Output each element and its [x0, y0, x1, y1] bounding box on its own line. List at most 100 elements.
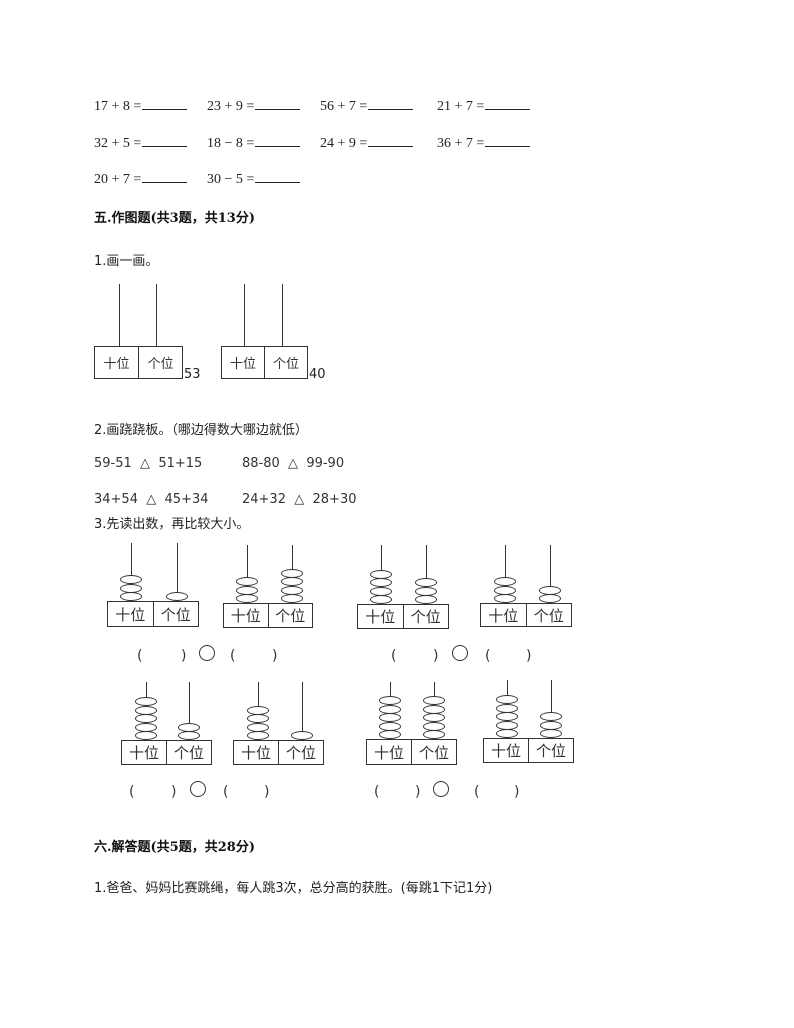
- tens-label: 十位: [365, 608, 396, 626]
- tens-label: 十位: [230, 607, 261, 625]
- question-text: 1.爸爸、妈妈比赛跳绳，每人跳3次，总分高的获胜。(每跳1下记1分): [94, 881, 493, 896]
- tens-bead: [236, 594, 258, 603]
- close-paren: ): [433, 648, 439, 664]
- compare-circle[interactable]: [452, 645, 468, 661]
- ones-bead: [178, 731, 200, 740]
- equation: 56 + 7 =: [320, 95, 414, 115]
- target-number: 53: [184, 367, 201, 382]
- triangle-icon: △: [146, 492, 157, 507]
- ones-rod: [282, 284, 283, 346]
- equation: 30 − 5 =: [207, 168, 301, 188]
- ones-bead: [423, 721, 445, 731]
- tens-label: 十位: [115, 605, 146, 624]
- open-paren: (: [129, 784, 135, 800]
- place-value-box: 十位个位: [121, 740, 212, 765]
- answer-blank[interactable]: [142, 95, 188, 110]
- ones-bead: [415, 586, 437, 596]
- ones-bead: [540, 712, 562, 721]
- answer-blank[interactable]: [142, 168, 188, 183]
- triangle-icon: △: [294, 492, 305, 507]
- tens-label: 十位: [490, 742, 521, 760]
- equation: 36 + 7 =: [437, 132, 531, 152]
- triangle-icon: △: [140, 456, 151, 471]
- place-value-box: 十位个位: [223, 603, 313, 628]
- open-paren: (: [223, 784, 229, 800]
- open-paren: (: [374, 784, 380, 800]
- place-value-box: 十位个位: [480, 603, 572, 627]
- ones-bead: [423, 704, 445, 714]
- tens-bead: [379, 696, 401, 705]
- answer-blank[interactable]: [255, 132, 301, 147]
- compare-circle[interactable]: [199, 645, 215, 661]
- open-paren: (: [230, 648, 236, 664]
- compare-circle[interactable]: [190, 781, 206, 797]
- open-paren: (: [391, 648, 397, 664]
- ones-bead: [415, 578, 437, 587]
- equation: 23 + 9 =: [207, 95, 301, 115]
- tens-bead: [247, 714, 269, 723]
- target-number: 40: [309, 367, 326, 382]
- equation: 18 − 8 =: [207, 132, 301, 152]
- equation: 21 + 7 =: [437, 95, 531, 115]
- tens-label: 十位: [229, 357, 256, 372]
- ones-bead: [281, 594, 303, 603]
- question-title: 3.先读出数，再比较大小。: [94, 517, 250, 532]
- tens-bead: [370, 569, 392, 579]
- answer-blank[interactable]: [485, 132, 531, 147]
- tens-bead: [120, 592, 142, 601]
- tens-label: 十位: [373, 743, 404, 762]
- ones-rod: [156, 284, 157, 346]
- ones-bead: [539, 585, 561, 595]
- ones-bead: [423, 696, 445, 705]
- ones-bead: [178, 722, 200, 732]
- tens-rod: [244, 284, 245, 346]
- tens-bead: [236, 585, 258, 595]
- place-value-box: 十位个位: [366, 739, 457, 765]
- section-heading: 六.解答题(共5题，共28分): [94, 840, 255, 855]
- tens-rod: [247, 545, 248, 603]
- place-value-box: 十位个位: [483, 738, 574, 763]
- answer-blank[interactable]: [255, 168, 301, 183]
- answer-blank[interactable]: [255, 95, 301, 110]
- ones-rod: [550, 545, 551, 603]
- equation: 32 + 5 =: [94, 132, 188, 152]
- open-paren: (: [137, 648, 143, 664]
- ones-bead: [539, 594, 561, 603]
- tens-bead: [494, 577, 516, 586]
- tens-bead: [236, 577, 258, 586]
- tens-bead: [135, 697, 157, 706]
- tens-rod: [505, 545, 506, 603]
- tens-bead: [120, 583, 142, 593]
- ones-label: 个位: [411, 740, 456, 764]
- close-paren: ): [181, 648, 187, 664]
- ones-label: 个位: [166, 741, 211, 764]
- answer-blank[interactable]: [368, 132, 414, 147]
- tens-label: 十位: [103, 357, 130, 372]
- tens-bead: [494, 594, 516, 603]
- tens-label: 十位: [488, 606, 519, 625]
- tens-bead: [370, 578, 392, 587]
- section-heading: 五.作图题(共3题，共13分): [94, 211, 255, 226]
- tens-rod: [119, 284, 120, 346]
- ones-label: 个位: [138, 347, 182, 378]
- tens-bead: [496, 729, 518, 738]
- tens-bead: [247, 722, 269, 732]
- seesaw-comparison: 88-80 △ 99-90: [242, 456, 345, 471]
- compare-circle[interactable]: [433, 781, 449, 797]
- answer-blank[interactable]: [485, 95, 531, 110]
- ones-bead: [281, 568, 303, 578]
- place-value-box: 十位 个位: [221, 346, 308, 379]
- answer-blank[interactable]: [368, 95, 414, 110]
- answer-blank[interactable]: [142, 132, 188, 147]
- ones-bead: [281, 585, 303, 595]
- ones-label: 个位: [267, 604, 313, 627]
- ones-bead: [423, 730, 445, 739]
- tens-bead: [496, 695, 518, 704]
- tens-bead: [135, 722, 157, 732]
- ones-bead: [540, 729, 562, 738]
- close-paren: ): [171, 784, 177, 800]
- tens-label: 十位: [128, 744, 159, 762]
- tens-bead: [120, 575, 142, 584]
- ones-rod: [426, 545, 427, 604]
- tens-bead: [379, 713, 401, 722]
